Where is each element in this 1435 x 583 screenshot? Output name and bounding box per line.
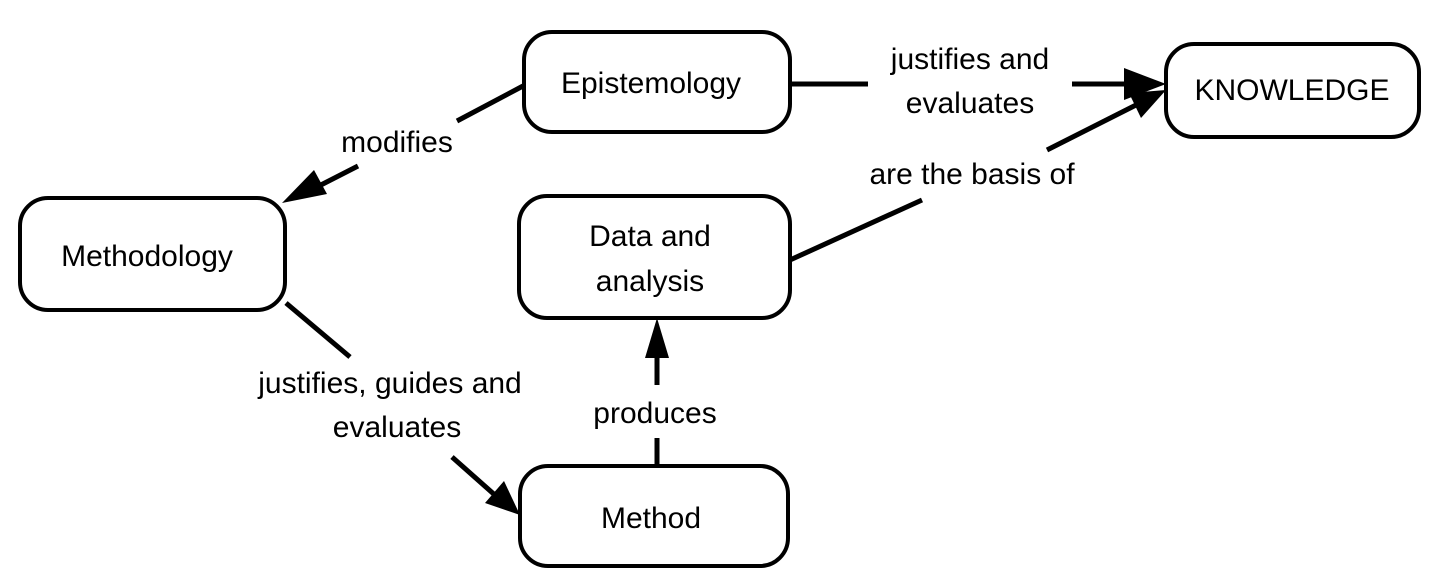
edge-label-modifies: modifies — [341, 126, 453, 159]
edge-label-produces: produces — [593, 397, 716, 430]
edge-method-to-data — [645, 318, 669, 465]
node-knowledge: KNOWLEDGE — [1164, 42, 1421, 139]
edge-label-are-the-basis-of: are the basis of — [869, 158, 1075, 191]
node-method-label: Method — [601, 502, 701, 535]
arrowhead-data — [645, 318, 669, 358]
node-methodology: Methodology — [18, 196, 287, 312]
arrowhead-method — [485, 481, 520, 515]
edge-label-evaluates-top: evaluates — [906, 87, 1034, 120]
node-epistemology-label: Epistemology — [561, 67, 741, 100]
edge-epistemology-to-methodology — [282, 83, 525, 203]
edge-data-to-knowledge — [788, 90, 1166, 263]
node-data-label-line2: analysis — [596, 265, 704, 298]
edge-label-evaluates-bottom: evaluates — [333, 411, 461, 444]
node-method: Method — [518, 464, 790, 568]
node-epistemology: Epistemology — [522, 30, 792, 134]
node-data-label-line1: Data and — [589, 220, 711, 253]
node-knowledge-label: KNOWLEDGE — [1194, 74, 1389, 107]
arrowhead-knowledge-bottom — [1129, 90, 1166, 118]
edge-epistemology-to-knowledge — [790, 68, 1166, 100]
node-methodology-label: Methodology — [61, 240, 233, 273]
arrowhead-methodology — [282, 170, 327, 203]
edge-label-justifies-and: justifies and — [890, 43, 1049, 76]
node-data-and-analysis: Data and analysis — [517, 194, 792, 320]
edge-label-justifies-guides-and: justifies, guides and — [257, 367, 522, 400]
arrowhead-knowledge-top — [1124, 68, 1166, 100]
edge-methodology-to-method — [284, 301, 520, 515]
